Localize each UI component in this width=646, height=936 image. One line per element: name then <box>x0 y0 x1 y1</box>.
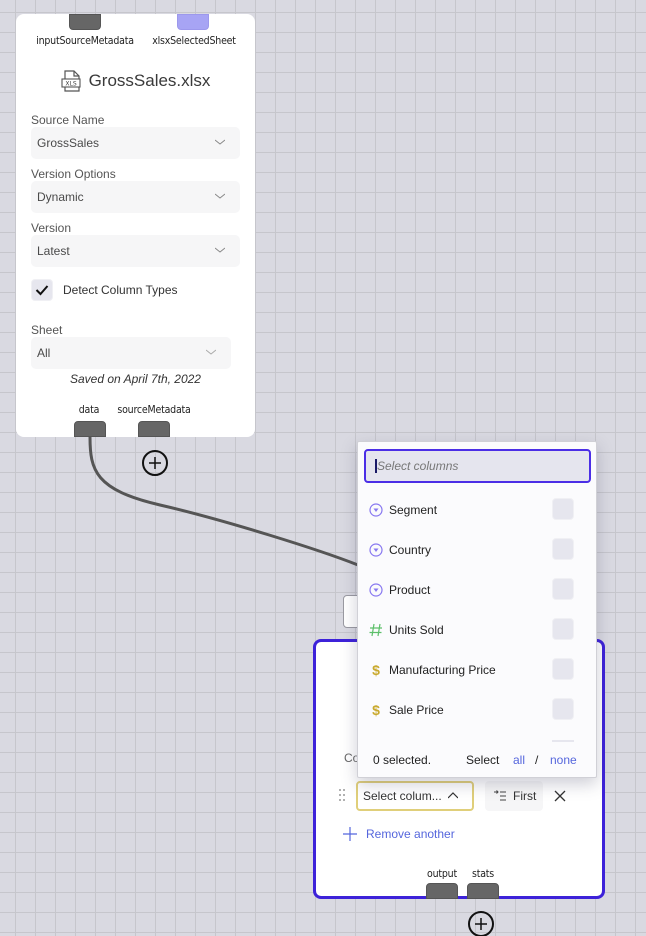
source-name-label: Source Name <box>31 113 105 127</box>
column-select-dropdown[interactable]: Select colum... <box>356 781 474 811</box>
select-none-link[interactable]: none <box>550 753 577 767</box>
input-port-xlsx-selected-sheet[interactable] <box>177 14 209 30</box>
column-option-sale-price[interactable]: $ Sale Price <box>358 690 596 730</box>
port-label: sourceMetadata <box>117 404 191 416</box>
column-option-country[interactable]: Country <box>358 530 596 570</box>
category-icon <box>368 582 384 598</box>
port-label: output <box>427 868 457 880</box>
category-icon <box>368 502 384 518</box>
chevron-down-icon <box>215 137 225 147</box>
port-label: data <box>78 404 100 416</box>
version-select[interactable]: Latest <box>31 235 240 267</box>
column-option-checkbox[interactable] <box>552 578 574 600</box>
xls-file-icon: XLS <box>61 70 81 92</box>
column-option-segment[interactable]: Segment <box>358 490 596 530</box>
input-port-input-source-metadata[interactable] <box>69 14 101 30</box>
sheet-label: Sheet <box>31 323 63 337</box>
remove-another-label: Remove another <box>366 827 455 841</box>
column-option-product[interactable]: Product <box>358 570 596 610</box>
checkmark-icon <box>35 284 49 296</box>
column-option-label: Units Sold <box>389 623 444 637</box>
column-option-checkbox[interactable] <box>552 658 574 680</box>
add-node-button[interactable] <box>468 911 494 936</box>
column-option-label: Product <box>389 583 431 597</box>
drag-handle-icon[interactable] <box>338 788 346 802</box>
detect-column-types-label: Detect Column Types <box>63 283 178 297</box>
plus-icon <box>343 827 357 841</box>
column-option-checkbox[interactable] <box>552 698 574 720</box>
svg-text:XLS: XLS <box>65 81 76 88</box>
search-placeholder: Select columns <box>377 459 459 473</box>
source-name-value: GrossSales <box>37 136 100 150</box>
port-label: stats <box>471 868 495 880</box>
list-overflow-hint <box>552 740 574 742</box>
separator: / <box>535 753 539 767</box>
column-option-manufacturing-price[interactable]: $ Manufacturing Price <box>358 650 596 690</box>
column-search-input[interactable]: Select columns <box>364 449 591 483</box>
add-node-button[interactable] <box>142 450 168 476</box>
saved-timestamp: Saved on April 7th, 2022 <box>70 372 201 386</box>
select-label: Select <box>466 753 500 767</box>
detect-column-types-checkbox[interactable] <box>31 279 53 301</box>
chevron-up-icon <box>448 791 458 801</box>
chevron-down-icon <box>215 245 225 255</box>
version-label: Version <box>31 221 72 235</box>
text-cursor <box>375 459 377 473</box>
version-options-value: Dynamic <box>37 190 84 204</box>
plus-icon <box>148 456 162 470</box>
sheet-select[interactable]: All <box>31 337 231 369</box>
output-port-stats[interactable] <box>467 883 499 899</box>
column-option-checkbox[interactable] <box>552 538 574 560</box>
order-first-label: First <box>513 789 537 803</box>
hash-icon <box>368 622 384 638</box>
output-port-output[interactable] <box>426 883 458 899</box>
column-option-label: Segment <box>389 503 438 517</box>
port-label: inputSourceMetadata <box>36 35 134 47</box>
close-icon[interactable] <box>553 789 567 803</box>
column-option-label: Manufacturing Price <box>389 663 496 677</box>
column-option-label: Country <box>389 543 432 557</box>
dropdown-footer: 0 selected. Select all / none <box>358 744 596 772</box>
select-all-link[interactable]: all <box>513 753 526 767</box>
port-label: xlsxSelectedSheet <box>152 35 236 47</box>
sheet-value: All <box>37 346 51 360</box>
remove-another-button[interactable]: Remove another <box>343 827 455 841</box>
plus-icon <box>474 917 488 931</box>
column-option-checkbox[interactable] <box>552 498 574 520</box>
node-header: XLS GrossSales.xlsx <box>16 70 255 92</box>
version-value: Latest <box>37 244 70 258</box>
order-first-button[interactable]: First <box>485 781 543 811</box>
column-list[interactable]: Segment Country Product <box>358 490 596 740</box>
chevron-down-icon <box>215 191 225 201</box>
node-title: GrossSales.xlsx <box>88 71 211 90</box>
column-option-units-sold[interactable]: Units Sold <box>358 610 596 650</box>
source-name-select[interactable]: GrossSales <box>31 127 240 159</box>
column-select-value: Select colum... <box>363 789 442 803</box>
sort-first-icon <box>493 790 507 802</box>
version-options-select[interactable]: Dynamic <box>31 181 240 213</box>
output-port-source-metadata[interactable] <box>138 421 170 437</box>
source-node[interactable]: inputSourceMetadata xlsxSelectedSheet XL… <box>16 14 255 437</box>
version-options-label: Version Options <box>31 167 116 181</box>
dollar-icon: $ <box>372 702 380 718</box>
output-port-data[interactable] <box>74 421 106 437</box>
category-icon <box>368 542 384 558</box>
chevron-down-icon <box>206 347 216 357</box>
column-option-checkbox[interactable] <box>552 618 574 640</box>
column-picker-dropdown: Select columns Segment Country <box>357 441 597 778</box>
columns-label: Co <box>344 751 360 765</box>
column-option-label: Sale Price <box>389 703 444 717</box>
selected-count: 0 selected. <box>373 753 432 767</box>
dollar-icon: $ <box>372 662 380 678</box>
